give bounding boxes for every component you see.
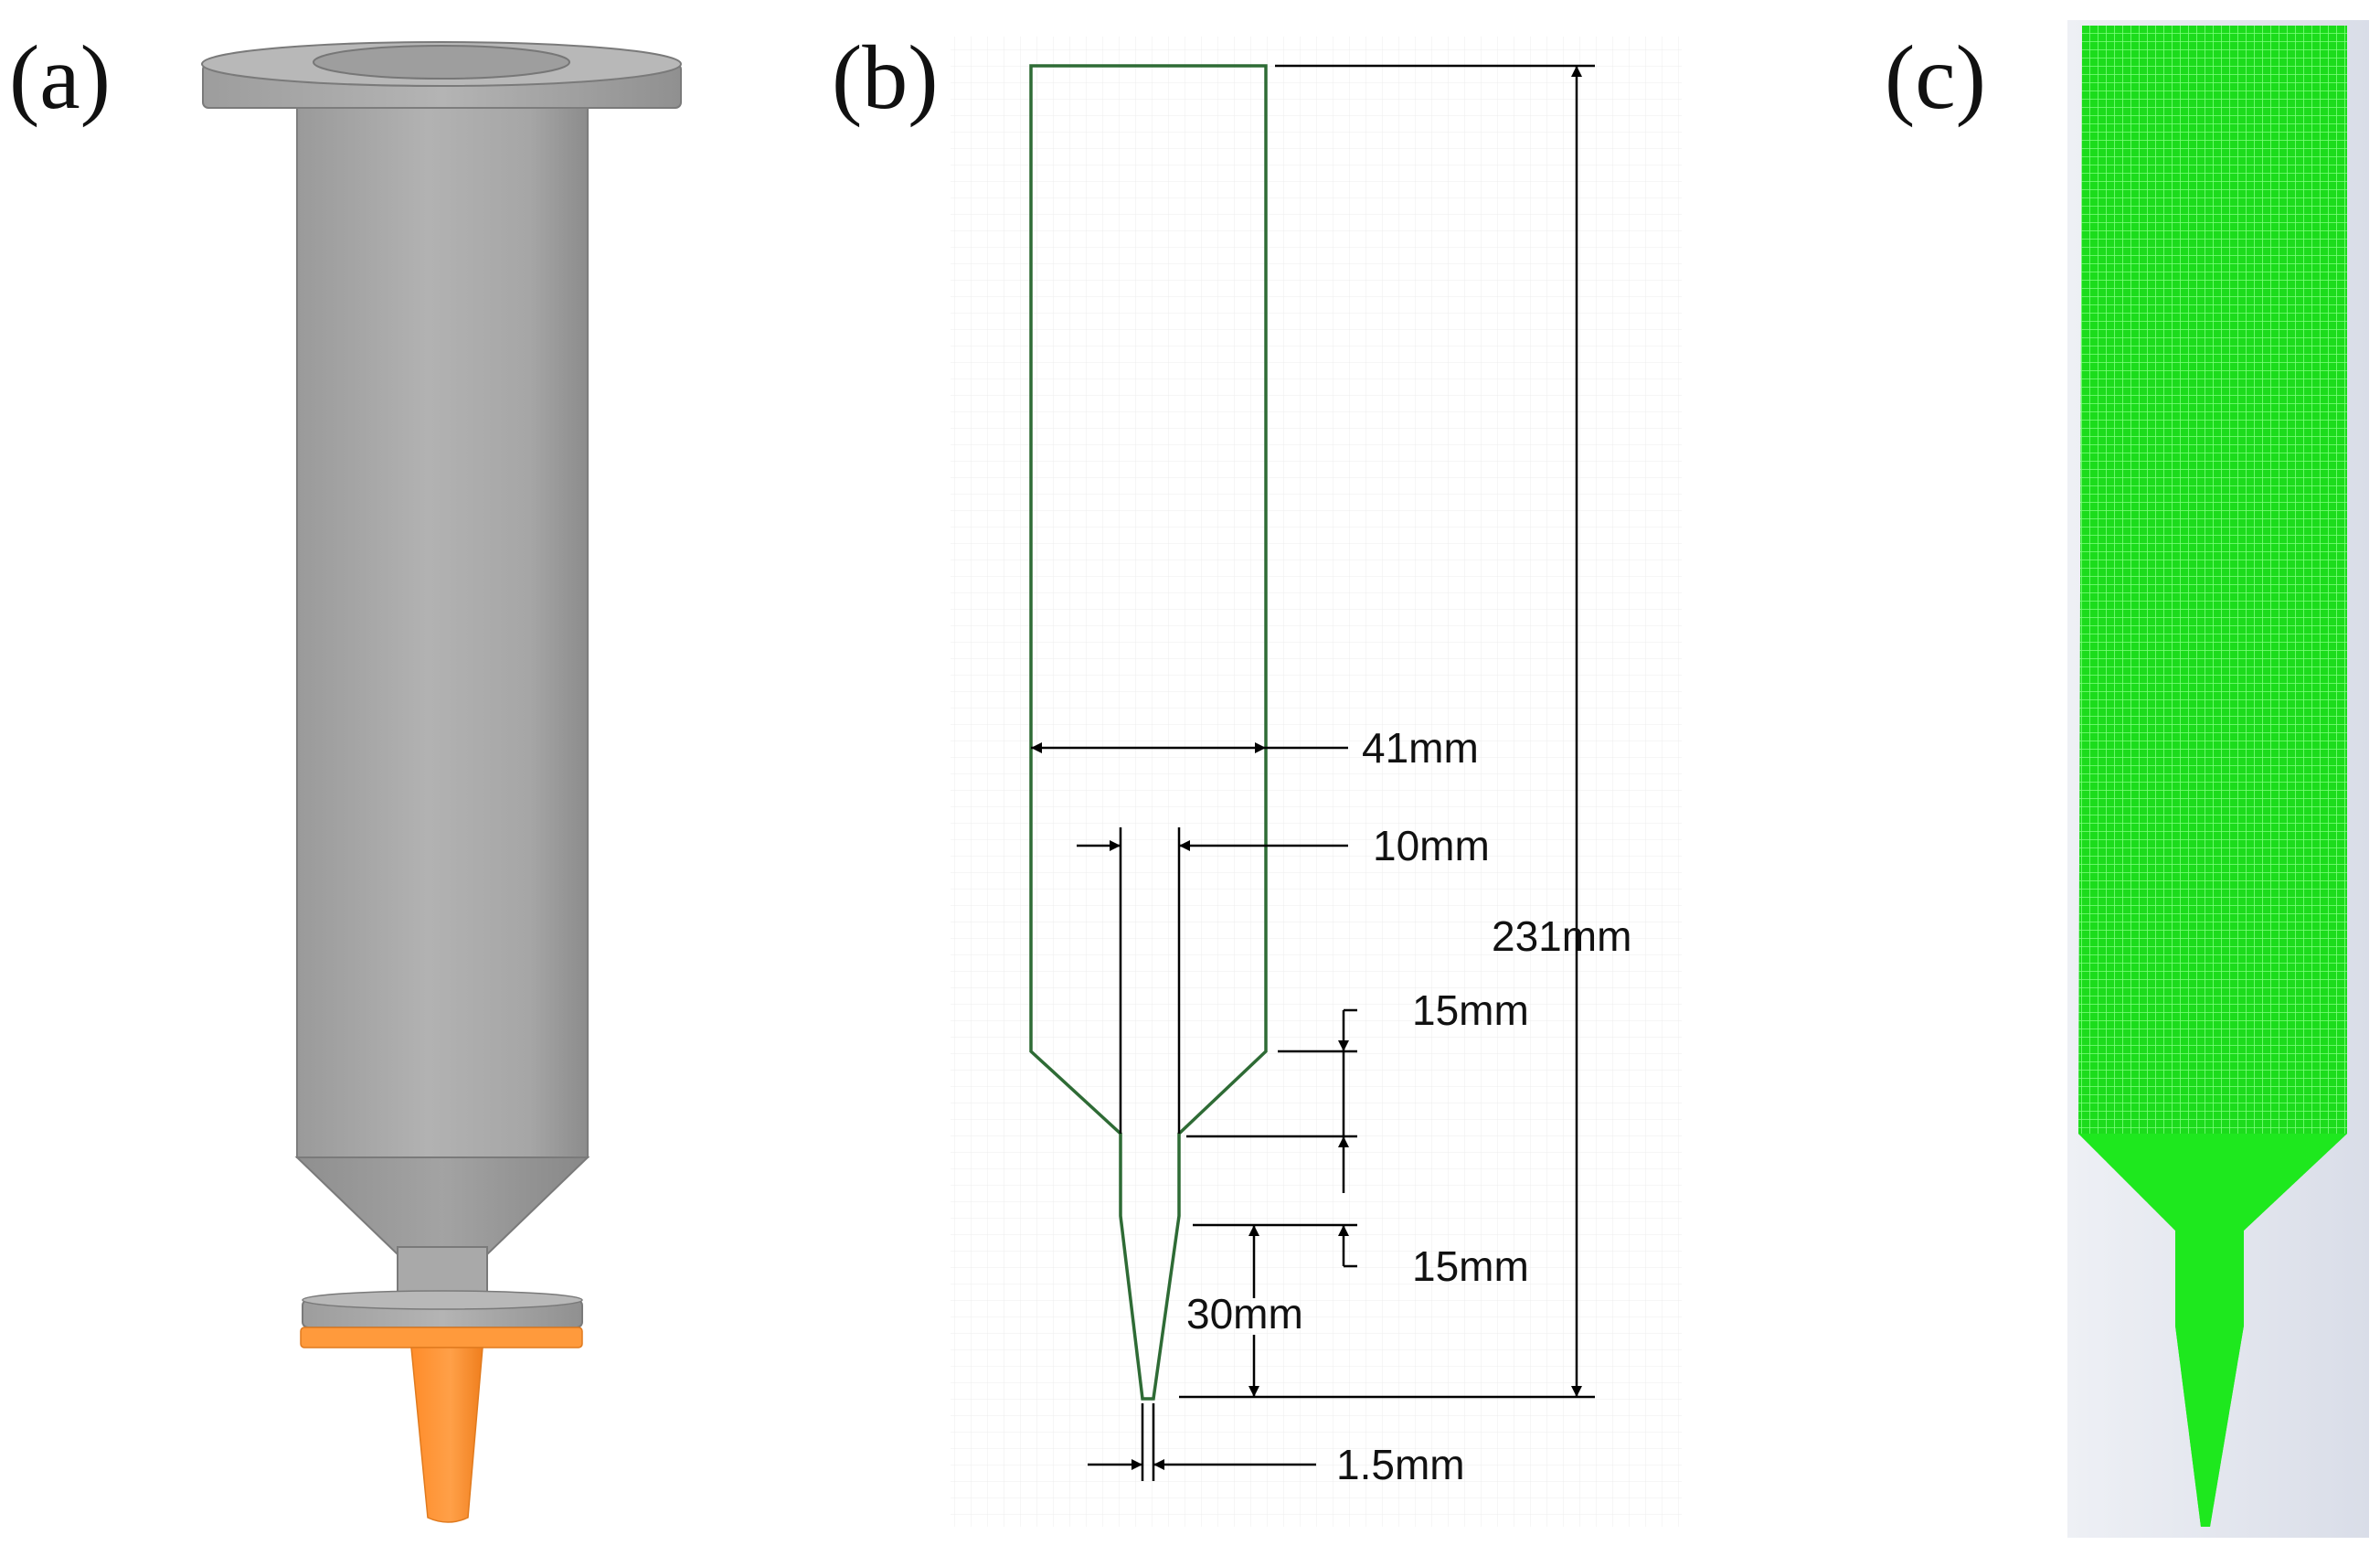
panel-b-label: (b) bbox=[832, 27, 939, 128]
bottom-flange-top bbox=[302, 1290, 583, 1310]
cone bbox=[294, 1156, 590, 1255]
dim-label-neck-15mm: 15mm bbox=[1412, 1242, 1529, 1290]
grid-background bbox=[951, 37, 1682, 1527]
panel-c-label: (c) bbox=[1885, 27, 1986, 128]
dim-label-cone-15mm: 15mm bbox=[1412, 986, 1529, 1034]
dim-label-30mm: 30mm bbox=[1186, 1290, 1303, 1338]
panel-a: (a) bbox=[9, 27, 682, 1523]
orange-tip bbox=[410, 1347, 483, 1523]
mesh-dense-region bbox=[2078, 1134, 2347, 1527]
dim-label-1-5mm: 1.5mm bbox=[1336, 1441, 1465, 1488]
dim-label-41mm: 41mm bbox=[1362, 724, 1479, 772]
dim-label-231mm: 231mm bbox=[1492, 912, 1631, 960]
panel-a-label: (a) bbox=[9, 27, 111, 128]
panel-c: (c) bbox=[1885, 20, 2369, 1538]
syringe-outline bbox=[1029, 64, 1268, 1401]
panel-b: (b) bbox=[832, 27, 1682, 1527]
dimension-lines bbox=[1031, 64, 1595, 1481]
barrel bbox=[296, 107, 589, 1158]
dim-label-10mm: 10mm bbox=[1373, 822, 1490, 869]
orange-ring bbox=[300, 1327, 583, 1348]
top-flange-opening bbox=[313, 45, 570, 80]
syringe-3d-model bbox=[201, 41, 682, 1523]
